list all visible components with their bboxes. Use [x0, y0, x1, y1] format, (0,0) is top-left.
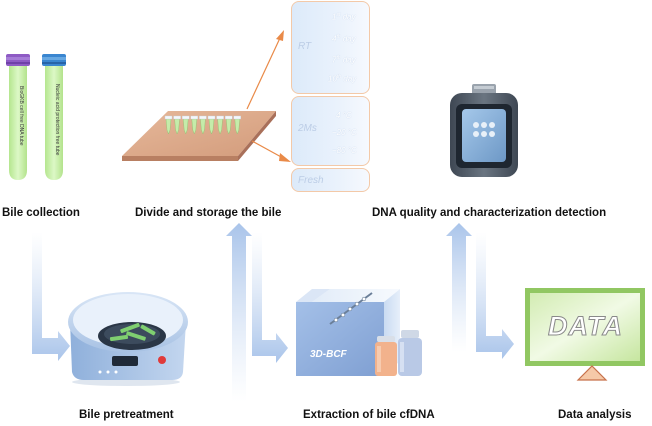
storage-fresh-tag: Fresh: [298, 175, 324, 186]
aliquot-tube: [233, 115, 242, 135]
tube-blue-cap: [42, 54, 66, 180]
aliquot-tube: [173, 115, 181, 135]
aliquot-tube: [224, 115, 233, 135]
storage-arrow-rt: [246, 30, 284, 110]
storage-board: [122, 111, 276, 161]
monitor-data-text: DATA: [548, 311, 623, 342]
tube-right-label: Nucleic acid protection free tube: [54, 84, 60, 156]
storage-rt-tag: RT: [298, 41, 312, 52]
label-dna-quality: DNA quality and characterization detecti…: [372, 207, 607, 219]
flow-arrow-extraction-to-quality: [446, 223, 472, 352]
aliquot-tube: [181, 115, 190, 135]
reagent-bottle-blue: [398, 330, 422, 376]
tube-left-label: BioGKB cell free DNA tube: [18, 86, 24, 146]
storage-panel-fresh: Fresh: [291, 168, 370, 192]
storage-temp-minus20: −20 °C: [332, 128, 357, 137]
tube-purple-cap: [6, 54, 30, 180]
storage-rt-day-4: 4th day: [332, 34, 356, 44]
storage-rt-day-10: 10th day: [328, 74, 357, 84]
flow-arrow-pretreatment-to-divide: [226, 223, 252, 402]
storage-panel-cold: 2Ms 4 °C −20 °C −80 °C: [291, 96, 370, 166]
aliquot-tube: [207, 115, 216, 135]
storage-temp-minus80: −80 °C: [332, 146, 357, 155]
device-well-dots: [473, 122, 495, 137]
aliquot-tube: [216, 115, 224, 135]
aliquot-tubes: [164, 115, 242, 135]
storage-arrow-cold: [251, 140, 291, 162]
centrifuge-rotor-tubes: [109, 322, 156, 342]
aliquot-tube: [190, 115, 199, 135]
label-bile-collection: Bile collection: [2, 207, 80, 219]
aliquot-tube: [199, 115, 207, 135]
aliquot-tube: [164, 115, 173, 135]
extraction-box-label: 3D-BCF: [310, 349, 347, 360]
extraction-box: [296, 289, 422, 376]
dna-detection-device: [450, 84, 518, 177]
label-data-analysis: Data analysis: [558, 409, 632, 421]
storage-rt-day-1: 1st day: [332, 12, 356, 22]
flow-arrow-quality-to-data: [476, 232, 514, 359]
centrifuge: [68, 292, 188, 386]
data-monitor: [525, 288, 645, 381]
extraction-magnetic-bead-strip: [329, 292, 373, 325]
storage-panel-rt: RT 1st day 4th day 7th day 10th day: [291, 1, 370, 94]
bile-collection-tubes: [6, 54, 66, 180]
storage-rt-day-7: 7th day: [332, 55, 356, 65]
flow-arrow-collection-to-pretreatment: [32, 232, 70, 361]
flow-arrow-divide-to-extraction: [252, 232, 288, 363]
reagent-bottle-peach: [375, 336, 397, 376]
label-divide-storage: Divide and storage the bile: [135, 207, 282, 219]
storage-temp-4: 4 °C: [336, 111, 352, 120]
label-bile-pretreatment: Bile pretreatment: [79, 409, 174, 421]
label-extraction: Extraction of bile cfDNA: [303, 409, 435, 421]
storage-cold-tag: 2Ms: [298, 123, 317, 134]
